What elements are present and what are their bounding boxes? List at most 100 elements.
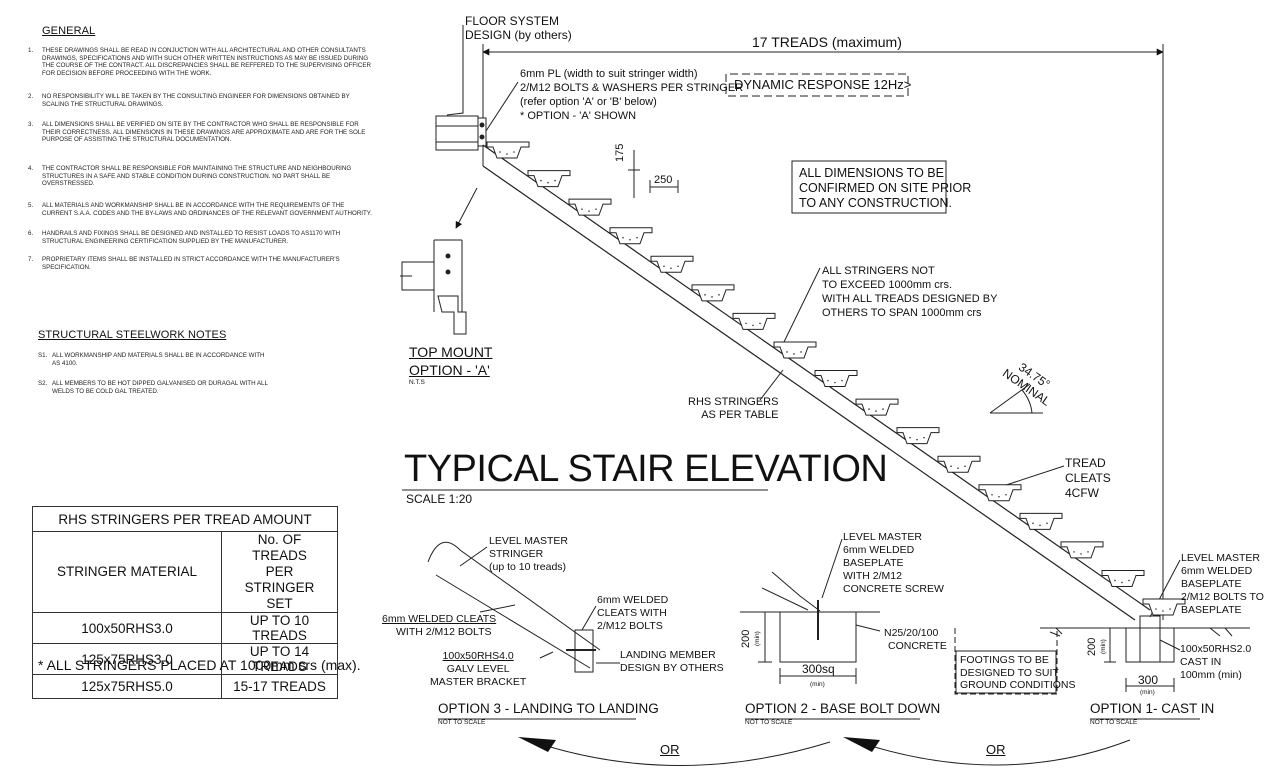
tread-fixing-dot [957, 467, 959, 469]
option3-nts: NOT TO SCALE [438, 719, 486, 726]
note-text: ALL MEMBERS TO BE HOT DIPPED GALVANISED … [52, 380, 268, 395]
label-line: WITH 2/M12 [843, 570, 902, 582]
label-line: MASTER BRACKET [430, 676, 527, 688]
table-cell: 125x75RHS5.0 [32, 674, 222, 699]
note-number: 3. [28, 121, 34, 128]
option2-nts: NOT TO SCALE [745, 719, 793, 726]
page-title: TYPICAL STAIR ELEVATION [404, 448, 888, 490]
option1-depth-dim: 200 [1086, 637, 1098, 656]
tread-fixing-dot [677, 265, 679, 268]
tread [1019, 512, 1063, 530]
floor-system-block [435, 115, 479, 151]
label-line: AS PER TABLE [701, 409, 779, 421]
table-cell: 15-17 TREADS [221, 674, 338, 699]
label-line: BASEPLATE [1181, 578, 1242, 590]
tread-fixing-dot [1073, 551, 1075, 553]
tread-fixing-dot [882, 408, 884, 410]
label-line: RHS STRINGERS [688, 396, 779, 408]
option2-level-master-label: LEVEL MASTER 6mm WELDED BASEPLATE WITH 2… [843, 531, 944, 596]
tread [527, 170, 571, 188]
tread-fixing-dot [759, 322, 761, 325]
label-line: 100mm (min) [1180, 669, 1242, 681]
label-line: LEVEL MASTER [489, 535, 568, 547]
label-line: OPTION - 'A' [409, 362, 490, 378]
tread-fixing-dot [629, 238, 631, 241]
note-number: 2. [28, 93, 34, 100]
tread-fixing-dot [964, 465, 966, 467]
label-line: ALL STRINGERS NOT [822, 265, 935, 277]
label-line: CLEATS [1065, 471, 1111, 485]
label-line: STRINGER [489, 548, 544, 560]
tread-fixing-dot [595, 208, 597, 210]
tread-fixing-dot [506, 153, 508, 155]
option3-level-master-label: LEVEL MASTER STRINGER (up to 10 treads) [489, 535, 568, 574]
tread-fixing-dot [793, 353, 795, 355]
arrowhead [843, 737, 880, 752]
option3-cleats-bolts-label: 6mm WELDED CLEATS WITH 2/M12 BOLTS [382, 613, 496, 639]
label-line: FOOTINGS TO BE [960, 654, 1049, 666]
chevron-right-icon: > [903, 77, 912, 92]
tread [568, 198, 612, 216]
label-line: DESIGN BY OTHERS [620, 662, 724, 674]
plate-note: 6mm PL (width to suit stringer width) 2/… [520, 67, 743, 123]
tread-fixing-dot [1046, 522, 1048, 525]
option3-title: OPTION 3 - LANDING TO LANDING [438, 701, 659, 716]
tread-fixing-dot [1155, 608, 1157, 610]
tread-fixing-dot [875, 410, 877, 412]
tread-cleats-label: TREAD CLEATS 4CFW [1065, 456, 1111, 501]
note-text: THESE DRAWINGS SHALL BE READ IN CONJUCTI… [42, 47, 371, 77]
or-label-left: OR [660, 742, 680, 757]
tread-fixing-dot [1087, 551, 1089, 553]
tread [855, 398, 899, 416]
rhs-stringers-label: RHS STRINGERS AS PER TABLE [688, 396, 778, 422]
tread-fixing-dot [711, 296, 713, 298]
tread-fixing-dot [1032, 522, 1034, 525]
option2-depth-dim: 200 [740, 629, 752, 648]
note-item: S2.ALL MEMBERS TO BE HOT DIPPED GALVANIS… [38, 380, 272, 395]
label-line: 6mm WELDED CLEATS [382, 613, 497, 625]
tread-fixing-dot [622, 236, 624, 239]
note-number: 1. [28, 47, 34, 54]
label-line: CONCRETE [888, 640, 947, 652]
rise-dimension: 175 [614, 143, 626, 162]
label-line: DESIGN (by others) [465, 28, 572, 42]
note-number: 5. [28, 202, 34, 209]
tread-fixing-dot [998, 495, 1000, 498]
note-item: 6.HANDRAILS AND FIXINGS SHALL BE DESIGNE… [28, 230, 372, 245]
dynamic-text: DYNAMIC RESPONSE 12Hz [734, 77, 904, 92]
label-line: 6mm PL (width to suit stringer width) [520, 68, 698, 80]
label-line: (up to 10 treads) [489, 561, 567, 573]
tread-fixing-dot [663, 265, 665, 268]
tread-fixing-dot [540, 179, 542, 182]
label-line: LEVEL MASTER [843, 531, 922, 543]
note-item: 2.NO RESPONSIBILITY WILL BE TAKEN BY THE… [28, 93, 372, 108]
option1-level-master-label: LEVEL MASTER 6mm WELDED BASEPLATE 2/M12 … [1181, 552, 1264, 617]
scale-label: SCALE 1:20 [406, 492, 473, 506]
table-cell: UP TO 10 TREADS [221, 612, 338, 644]
tread-fixing-dot [554, 179, 556, 182]
label-line: LEVEL MASTER [1181, 552, 1260, 564]
option3-welded-cleats-label: 6mm WELDED CLEATS WITH 2/M12 BOLTS [597, 594, 668, 633]
note-number: S1. [38, 352, 48, 359]
tread-fixing-dot [786, 351, 788, 353]
label-line: 2/M12 BOLTS TO [1181, 591, 1264, 603]
table-footnote: * ALL STRINGERS PLACED AT 1000mm crs (ma… [38, 657, 361, 673]
table-title: RHS STRINGERS PER TREAD AMOUNT [32, 506, 338, 532]
label-line: TREAD [1065, 456, 1106, 470]
tread-fixing-dot [800, 351, 802, 353]
option3-galv-bracket-label: 100x50RHS4.0 GALV LEVEL MASTER BRACKET [430, 650, 526, 689]
confirm-dimensions-note: ALL DIMENSIONS TO BE CONFIRMED ON SITE P… [799, 166, 971, 211]
label-line: BASEPLATE [843, 557, 904, 569]
tread-fixing-dot [1121, 581, 1123, 584]
tread-fixing-dot [499, 151, 501, 153]
label-line: N25/20/100 [884, 627, 939, 639]
tread [650, 255, 694, 273]
or-label-right: OR [986, 742, 1006, 757]
tread-fixing-dot [868, 408, 870, 410]
label-line: CAST IN [1180, 656, 1222, 668]
tread-fixing-dot [718, 294, 720, 296]
option1-width-dim: 300 [1138, 673, 1159, 687]
label-line: FLOOR SYSTEM [465, 14, 560, 28]
arrowhead [518, 737, 556, 752]
